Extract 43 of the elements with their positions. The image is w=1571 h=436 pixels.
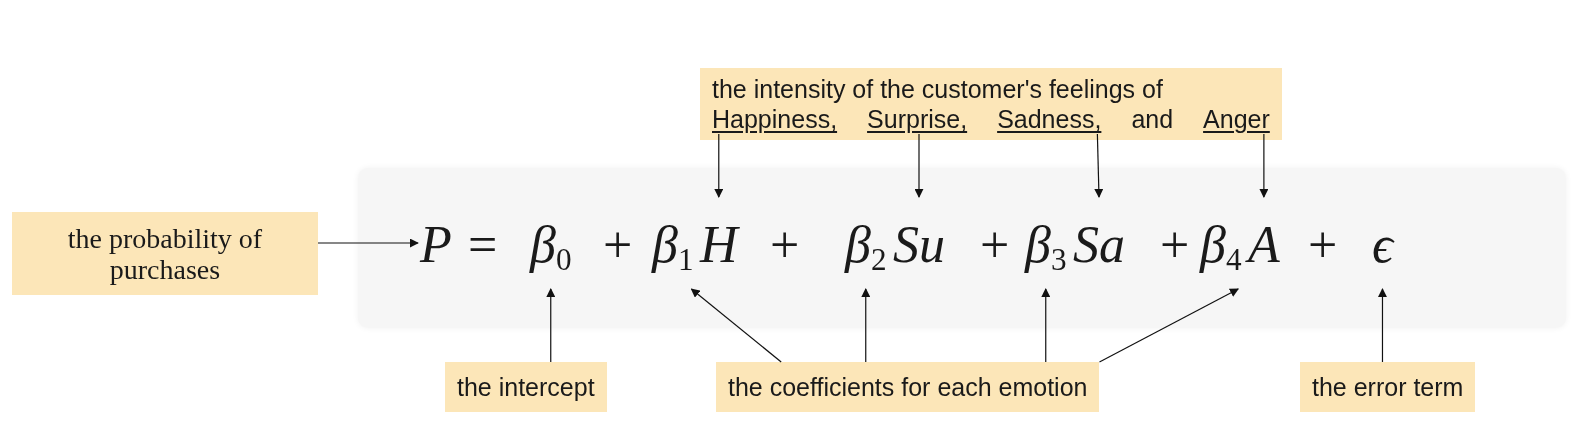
math-term: Su	[893, 197, 945, 289]
callout-text: the coefficients for each emotion	[728, 372, 1088, 403]
emotion-word: Surprise,	[867, 104, 968, 134]
arrow	[1098, 288, 1239, 363]
arrow	[690, 288, 782, 363]
math-operator: +	[603, 215, 633, 275]
math-operator: +	[1160, 215, 1190, 275]
callout-text: the intensity of the customer's feelings of	[712, 74, 1164, 104]
arrow	[546, 288, 556, 363]
arrow	[914, 133, 924, 198]
math-operator: +	[770, 215, 800, 275]
math-term: β$_{0}$	[530, 197, 572, 289]
math-operator: +	[980, 215, 1010, 275]
arrow	[1378, 288, 1387, 363]
arrow	[317, 238, 419, 248]
emotion-word: Happiness,	[712, 104, 838, 134]
arrow	[861, 288, 871, 363]
math-term: P	[420, 197, 452, 289]
math-term: ϵ	[1372, 197, 1393, 289]
callout-text: the probability of purchases	[66, 222, 264, 285]
math-operator: +	[1308, 215, 1338, 275]
emotion-word: Anger	[1203, 104, 1270, 134]
callout-box	[1300, 362, 1476, 412]
equation-panel	[358, 168, 1566, 328]
arrow	[1041, 288, 1051, 363]
callout-box	[716, 362, 1100, 412]
math-term: β$_{2}$	[845, 197, 887, 289]
arrow	[1094, 133, 1104, 198]
arrow	[1259, 133, 1269, 198]
math-term: β$_{3}$	[1025, 197, 1067, 289]
callout-text: the error term	[1312, 372, 1464, 403]
callout-box	[445, 362, 607, 412]
math-term: β$_{4}$	[1200, 197, 1242, 289]
math-term: β$_{1}$	[652, 197, 694, 289]
arrow	[714, 133, 724, 198]
conjunction-text: and	[1131, 104, 1174, 134]
math-term: H	[700, 197, 738, 289]
math-term: Sa	[1073, 197, 1125, 289]
math-operator: =	[468, 215, 498, 275]
callout-box	[12, 212, 318, 295]
callout-text: the intercept	[457, 372, 595, 403]
callout-box	[700, 68, 1282, 140]
emotion-word: Sadness,	[997, 104, 1102, 134]
